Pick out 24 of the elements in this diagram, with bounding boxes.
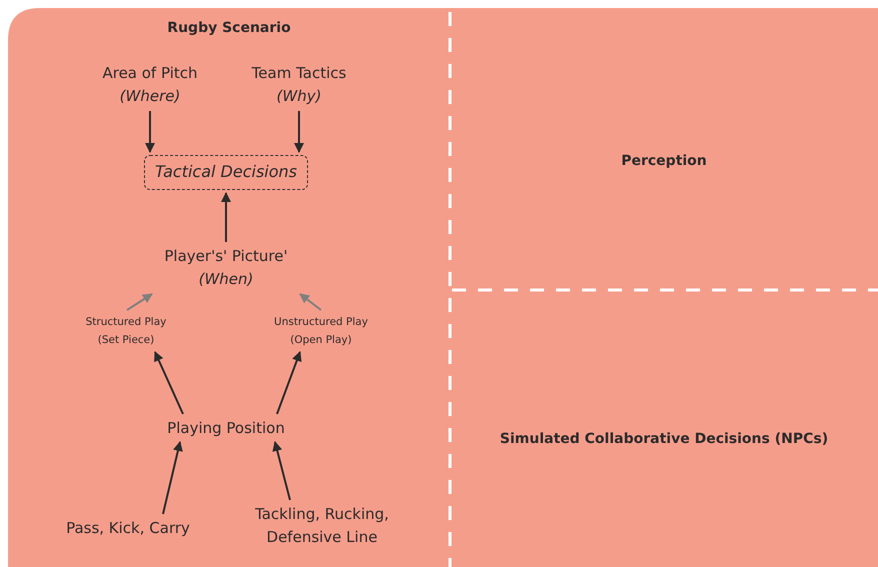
node-sublabel: (Why) (276, 86, 322, 107)
decision-box: Tactical Decisions (144, 155, 308, 190)
arrow (294, 111, 304, 153)
node-label: Area of Pitch (101, 63, 199, 84)
node-label: Pass, Kick, Carry (58, 517, 198, 539)
node-label: Playing Position (151, 417, 301, 439)
arrow (276, 351, 302, 414)
node-label: Tackling, Rucking, Defensive Line (240, 503, 404, 549)
node-sublabel: (When) (198, 269, 254, 290)
section-heading: Rugby Scenario (166, 20, 292, 36)
node-label: Player's' Picture' (163, 246, 289, 267)
arrow (221, 192, 231, 242)
arrow (162, 441, 183, 514)
node-sublabel: (Where) (118, 86, 182, 107)
node-label: Unstructured Play (Open Play) (263, 313, 379, 349)
section-heading: Simulated Collaborative Decisions (NPCs) (498, 431, 830, 447)
section-heading: Perception (620, 153, 708, 169)
arrow (145, 111, 155, 153)
arrow (299, 293, 322, 311)
node-label: Team Tactics (250, 63, 348, 84)
node-label: Structured Play (Set Piece) (76, 313, 176, 349)
arrow (272, 441, 291, 500)
arrow (126, 293, 153, 311)
arrow (154, 351, 184, 414)
